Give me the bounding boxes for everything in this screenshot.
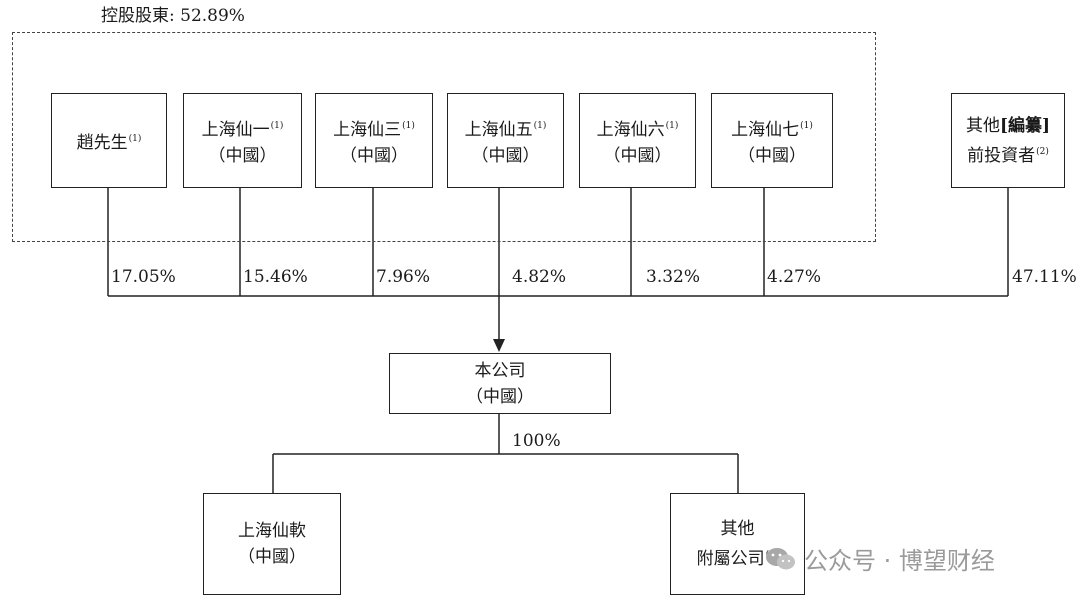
subsidiary-box-other: 其他 附屬公司(3) <box>670 493 805 595</box>
subsidiary-box-xian-ruan: 上海仙軟 （中國） <box>203 493 341 595</box>
shareholder-name: 趙先生(1) <box>76 132 142 153</box>
shareholder-box-xian-7: 上海仙七(1) （中國） <box>711 93 833 188</box>
shareholder-jurisdiction: （中國） <box>471 145 540 166</box>
shareholder-box-xian-3: 上海仙三(1) （中國） <box>315 93 433 188</box>
wechat-icon <box>764 546 798 572</box>
pct-xian-6: 3.32% <box>646 267 701 287</box>
shareholder-name: 上海仙一(1) <box>201 119 284 140</box>
shareholder-box-xian-1: 上海仙一(1) （中國） <box>183 93 302 188</box>
pct-subsidiaries: 100% <box>512 431 561 451</box>
shareholder-box-zhao: 趙先生(1) <box>51 93 167 188</box>
subsidiary-jurisdiction: （中國） <box>238 547 306 567</box>
subsidiary-name: 上海仙軟 <box>238 521 306 541</box>
arrow-head <box>493 339 505 352</box>
shareholder-jurisdiction: （中國） <box>603 145 672 166</box>
shareholder-name: 上海仙三(1) <box>333 119 415 140</box>
subsidiary-name: 其他 <box>720 519 755 539</box>
company-box: 本公司 （中國） <box>389 353 611 414</box>
other-investors-box: 其他[編纂] 前投資者(2) <box>951 93 1065 188</box>
shareholder-box-xian-5: 上海仙五(1) （中國） <box>447 93 564 188</box>
watermark: 公众号 · 博望财经 <box>764 541 995 576</box>
pct-zhao: 17.05% <box>111 267 176 287</box>
watermark-text: 公众号 · 博望财经 <box>804 547 995 575</box>
other-investors-type: 前投資者(2) <box>967 145 1049 166</box>
other-investors-name: 其他[編纂] <box>965 115 1051 136</box>
controlling-group-frame <box>12 32 876 242</box>
shareholder-jurisdiction: （中國） <box>738 145 806 166</box>
shareholder-jurisdiction: （中國） <box>340 145 408 166</box>
controlling-group-label: 控股股東: 52.89% <box>101 6 245 26</box>
pct-xian-5: 4.82% <box>512 267 567 287</box>
pct-xian-1: 15.46% <box>243 267 308 287</box>
pct-xian-7: 4.27% <box>767 267 822 287</box>
shareholder-box-xian-6: 上海仙六(1) （中國） <box>579 93 696 188</box>
company-jurisdiction: （中國） <box>466 386 534 407</box>
shareholder-name: 上海仙五(1) <box>464 119 547 140</box>
company-name: 本公司 <box>474 360 526 381</box>
shareholder-name: 上海仙七(1) <box>731 119 813 140</box>
shareholder-jurisdiction: （中國） <box>208 145 277 166</box>
pct-other-investors: 47.11% <box>1012 267 1077 287</box>
shareholder-name: 上海仙六(1) <box>596 119 679 140</box>
pct-xian-3: 7.96% <box>376 267 431 287</box>
